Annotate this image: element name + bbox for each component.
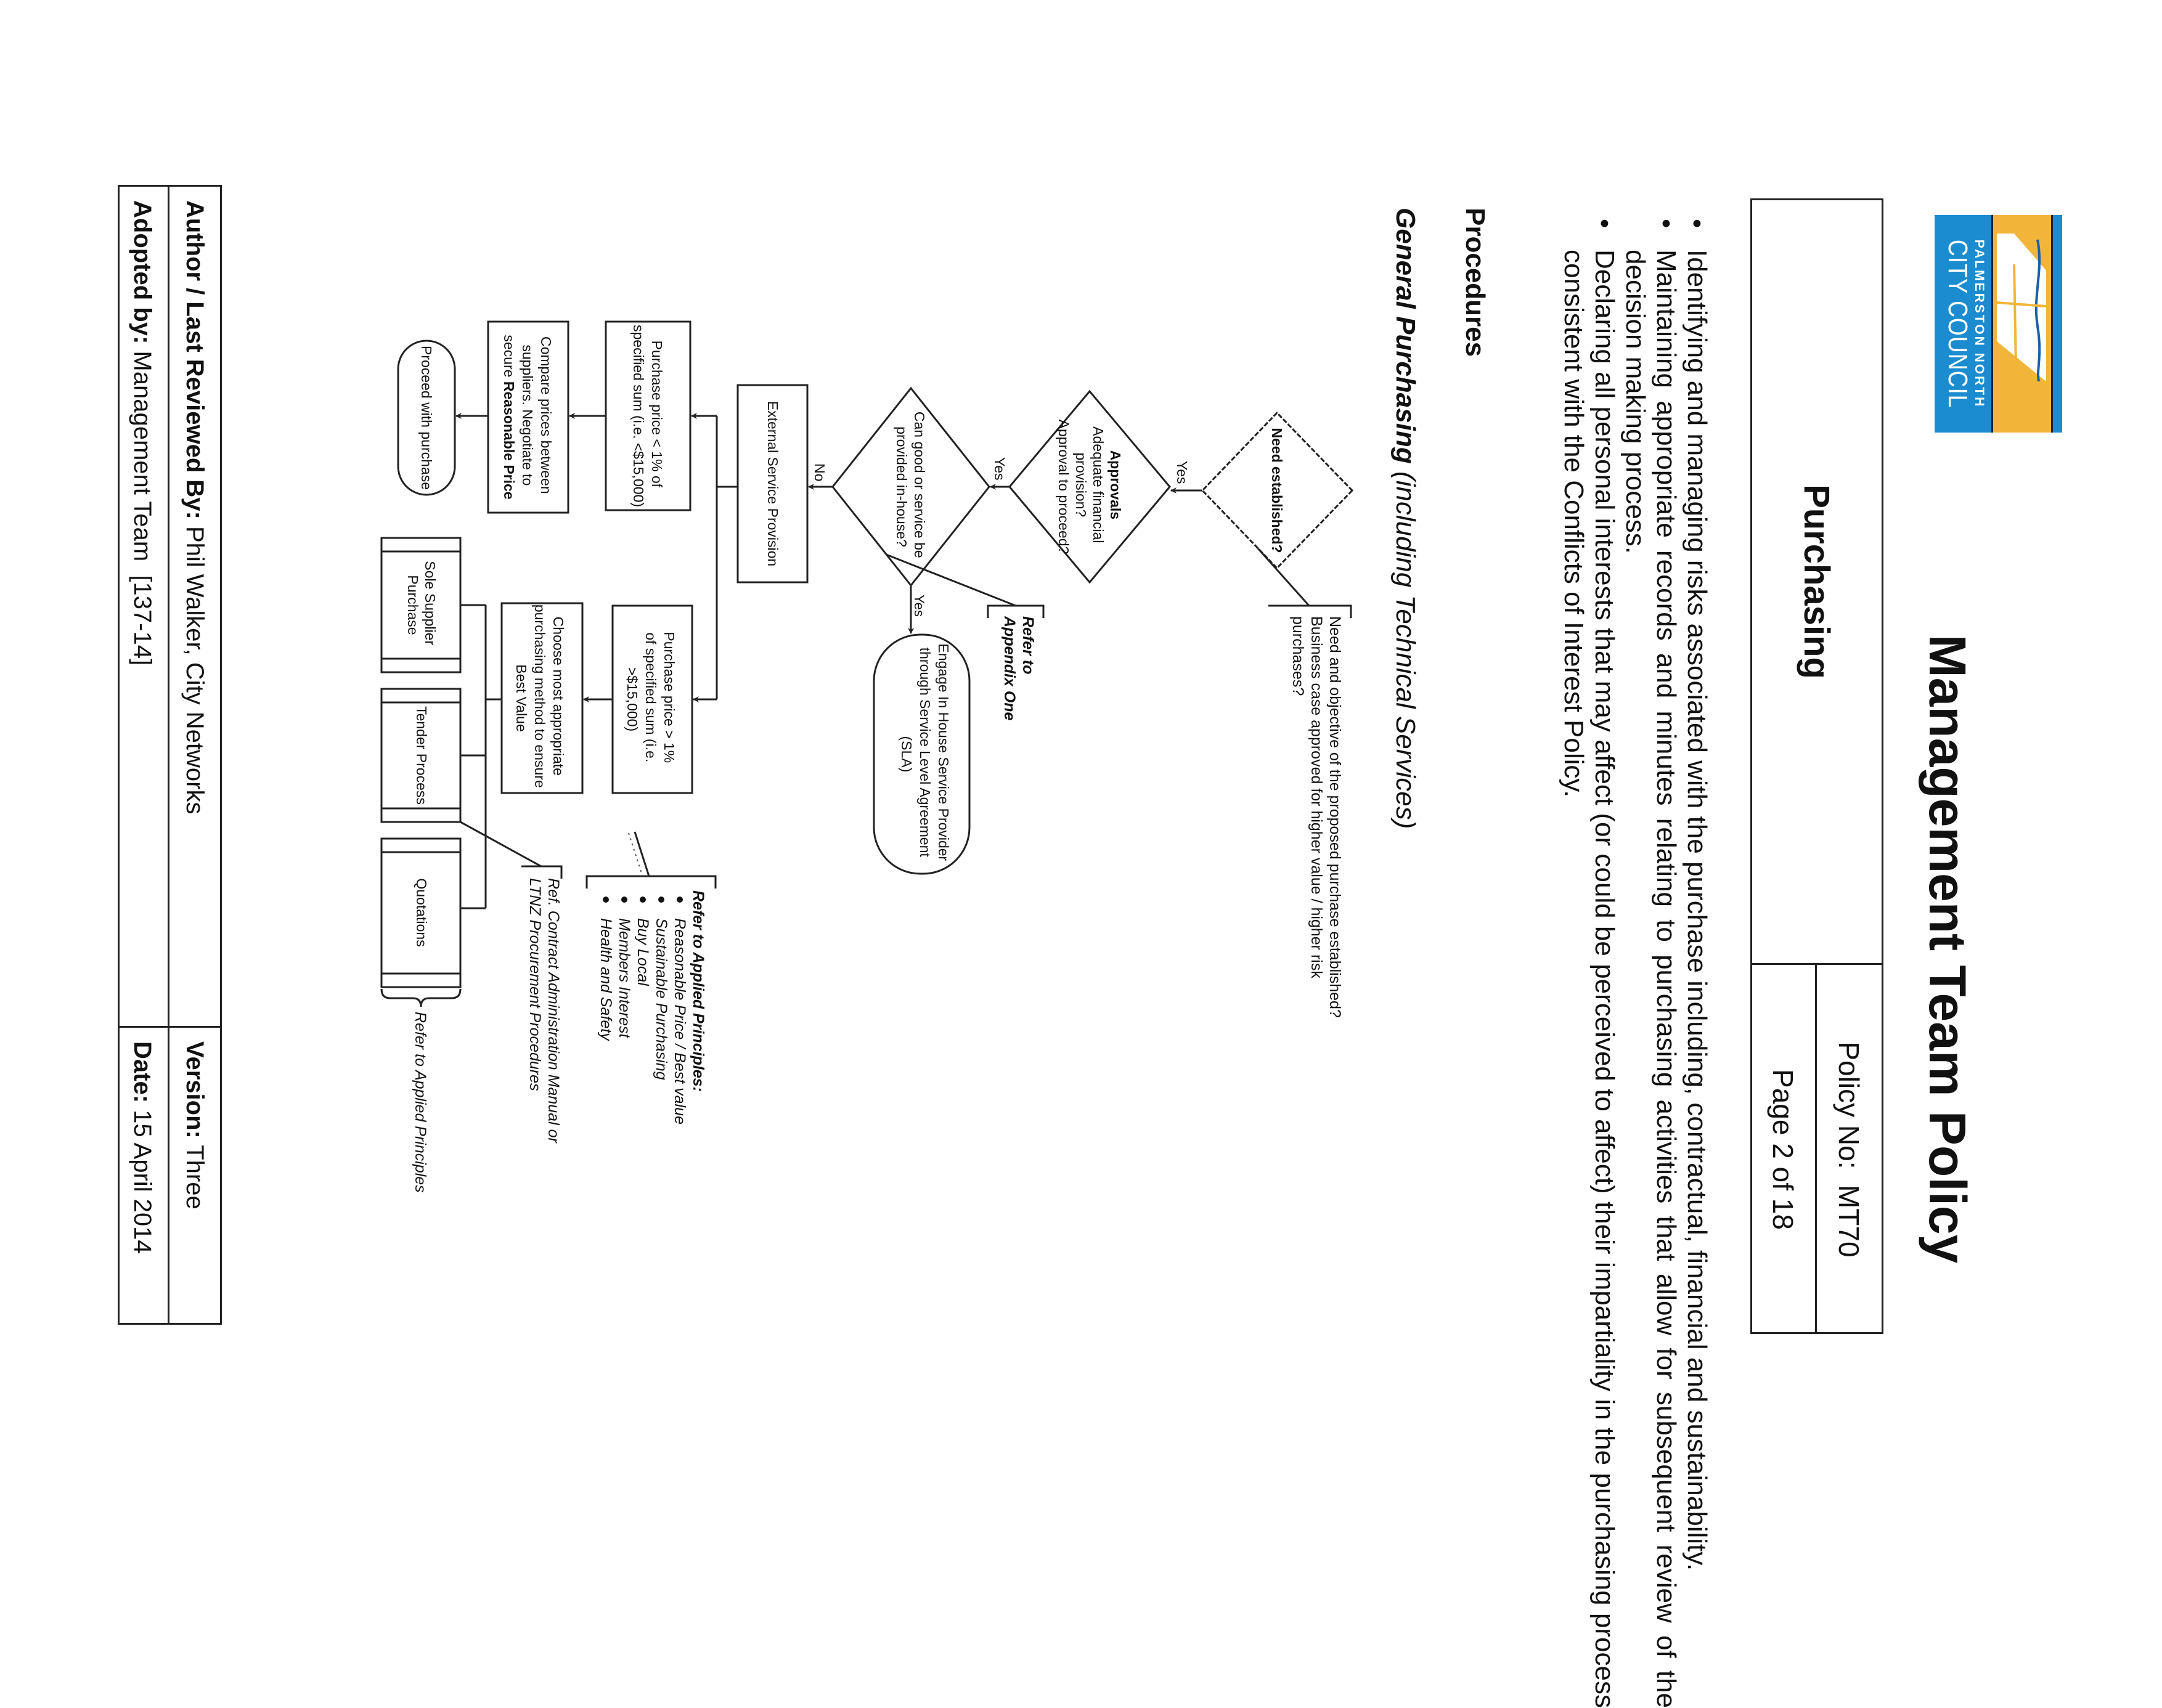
yes-label: Yes bbox=[912, 595, 927, 617]
annotation-bracket bbox=[585, 875, 717, 889]
external-provision-box bbox=[736, 384, 809, 584]
approvals-label: Approvals Adequate financial provision? … bbox=[1056, 420, 1124, 555]
quotations-box bbox=[380, 837, 462, 988]
tender-process-box bbox=[380, 688, 462, 823]
adopted-value: Management Team [137-14] bbox=[129, 344, 156, 666]
principle-item: Buy Local bbox=[634, 918, 651, 986]
principles-title: Refer to Applied Principles: bbox=[690, 890, 707, 1092]
choose-method-box bbox=[500, 602, 584, 794]
branch-connector bbox=[716, 416, 738, 699]
appendix-note: Refer to Appendix One bbox=[1001, 616, 1037, 721]
council-logo: PALMERSTON NORTH CITY COUNCIL bbox=[1935, 215, 2062, 433]
principle-item: Members Interest bbox=[616, 918, 633, 1039]
annotation-connector bbox=[1257, 548, 1310, 606]
principles-list: Reasonable Price / Best value Sustainabl… bbox=[597, 897, 688, 1124]
over-threshold-label: Purchase price > 1% of specified sum (i.… bbox=[624, 632, 677, 767]
proceed-terminator bbox=[397, 340, 456, 496]
annotation-bracket bbox=[987, 604, 1045, 618]
author-label: Author / Last Reviewed By: bbox=[181, 200, 208, 519]
external-provision-label: External Service Provision bbox=[765, 401, 781, 566]
compare-prices-label: Compare prices between suppliers. Negoti… bbox=[501, 335, 554, 499]
date-label: Date: bbox=[129, 1041, 156, 1104]
adopted-label: Adopted by: bbox=[129, 200, 156, 344]
no-label: No bbox=[812, 463, 828, 481]
annotation-connector bbox=[886, 553, 1016, 607]
need-established-diamond bbox=[1201, 411, 1354, 570]
predefined-process-lines bbox=[381, 550, 460, 660]
date-value: 15 April 2014 bbox=[129, 1103, 156, 1254]
approvals-diamond bbox=[1008, 389, 1171, 584]
author-value: Phil Walker, City Networks bbox=[181, 519, 208, 815]
annotation-connector bbox=[634, 831, 650, 877]
methods-note: Refer to Applied Principles bbox=[412, 1012, 429, 1193]
principle-item: Sustainable Purchasing bbox=[653, 918, 670, 1080]
sole-supplier-label: Sole Supplier Purchase bbox=[405, 561, 438, 649]
dotted-connector bbox=[628, 832, 643, 876]
in-house-label: Can good or service be provided in-house… bbox=[894, 412, 928, 562]
logo-graphic bbox=[1991, 215, 2051, 433]
in-house-diamond bbox=[831, 386, 990, 587]
annotation-connector bbox=[460, 821, 542, 868]
predefined-process-lines bbox=[381, 701, 460, 810]
sla-label: Engage In House Service Provider through… bbox=[899, 643, 952, 864]
sole-supplier-box bbox=[380, 537, 462, 673]
yes-label: Yes bbox=[992, 457, 1008, 481]
need-note: Need and objective of the proposed purch… bbox=[1289, 616, 1344, 1022]
yes-label: Yes bbox=[1174, 461, 1190, 484]
contract-note: Ref. Contract Administration Manual or L… bbox=[526, 878, 562, 1147]
predefined-process-lines bbox=[381, 851, 460, 975]
adopted-cell: Adopted by: Management Team [137-14] bbox=[116, 187, 168, 1026]
version-value: Three bbox=[181, 1138, 208, 1210]
under-threshold-box bbox=[605, 320, 691, 511]
footer-table: Author / Last Reviewed By: Phil Walker, … bbox=[118, 185, 222, 1325]
under-threshold-label: Purchase price < 1% of specified sum (i.… bbox=[630, 325, 665, 507]
need-established-label: Need established? bbox=[1269, 428, 1285, 553]
annotation-bracket bbox=[1268, 604, 1352, 618]
version-label: Version: bbox=[181, 1041, 208, 1139]
document-page: PALMERSTON NORTH CITY COUNCIL Management… bbox=[118, 185, 2062, 1708]
principle-item: Health and Safety bbox=[597, 918, 614, 1041]
choose-method-label: Choose most appropriate purchasing metho… bbox=[513, 604, 566, 792]
compare-prices-box bbox=[487, 320, 569, 514]
purchasing-flowchart: Need established? Need and objective of … bbox=[380, 320, 1354, 1193]
principle-item: Reasonable Price / Best value bbox=[671, 918, 688, 1124]
sla-terminator bbox=[873, 633, 971, 875]
proceed-label: Proceed with purchase bbox=[418, 346, 434, 490]
method-connector bbox=[460, 604, 502, 909]
brace bbox=[380, 988, 462, 1007]
date-cell: Date: 15 April 2014 bbox=[116, 1028, 168, 1324]
author-cell: Author / Last Reviewed By: Phil Walker, … bbox=[169, 187, 220, 1026]
tender-process-label: Tender Process bbox=[414, 706, 430, 805]
version-cell: Version: Three bbox=[169, 1028, 220, 1324]
quotations-label: Quotations bbox=[414, 878, 430, 946]
annotation-bracket bbox=[521, 865, 563, 879]
